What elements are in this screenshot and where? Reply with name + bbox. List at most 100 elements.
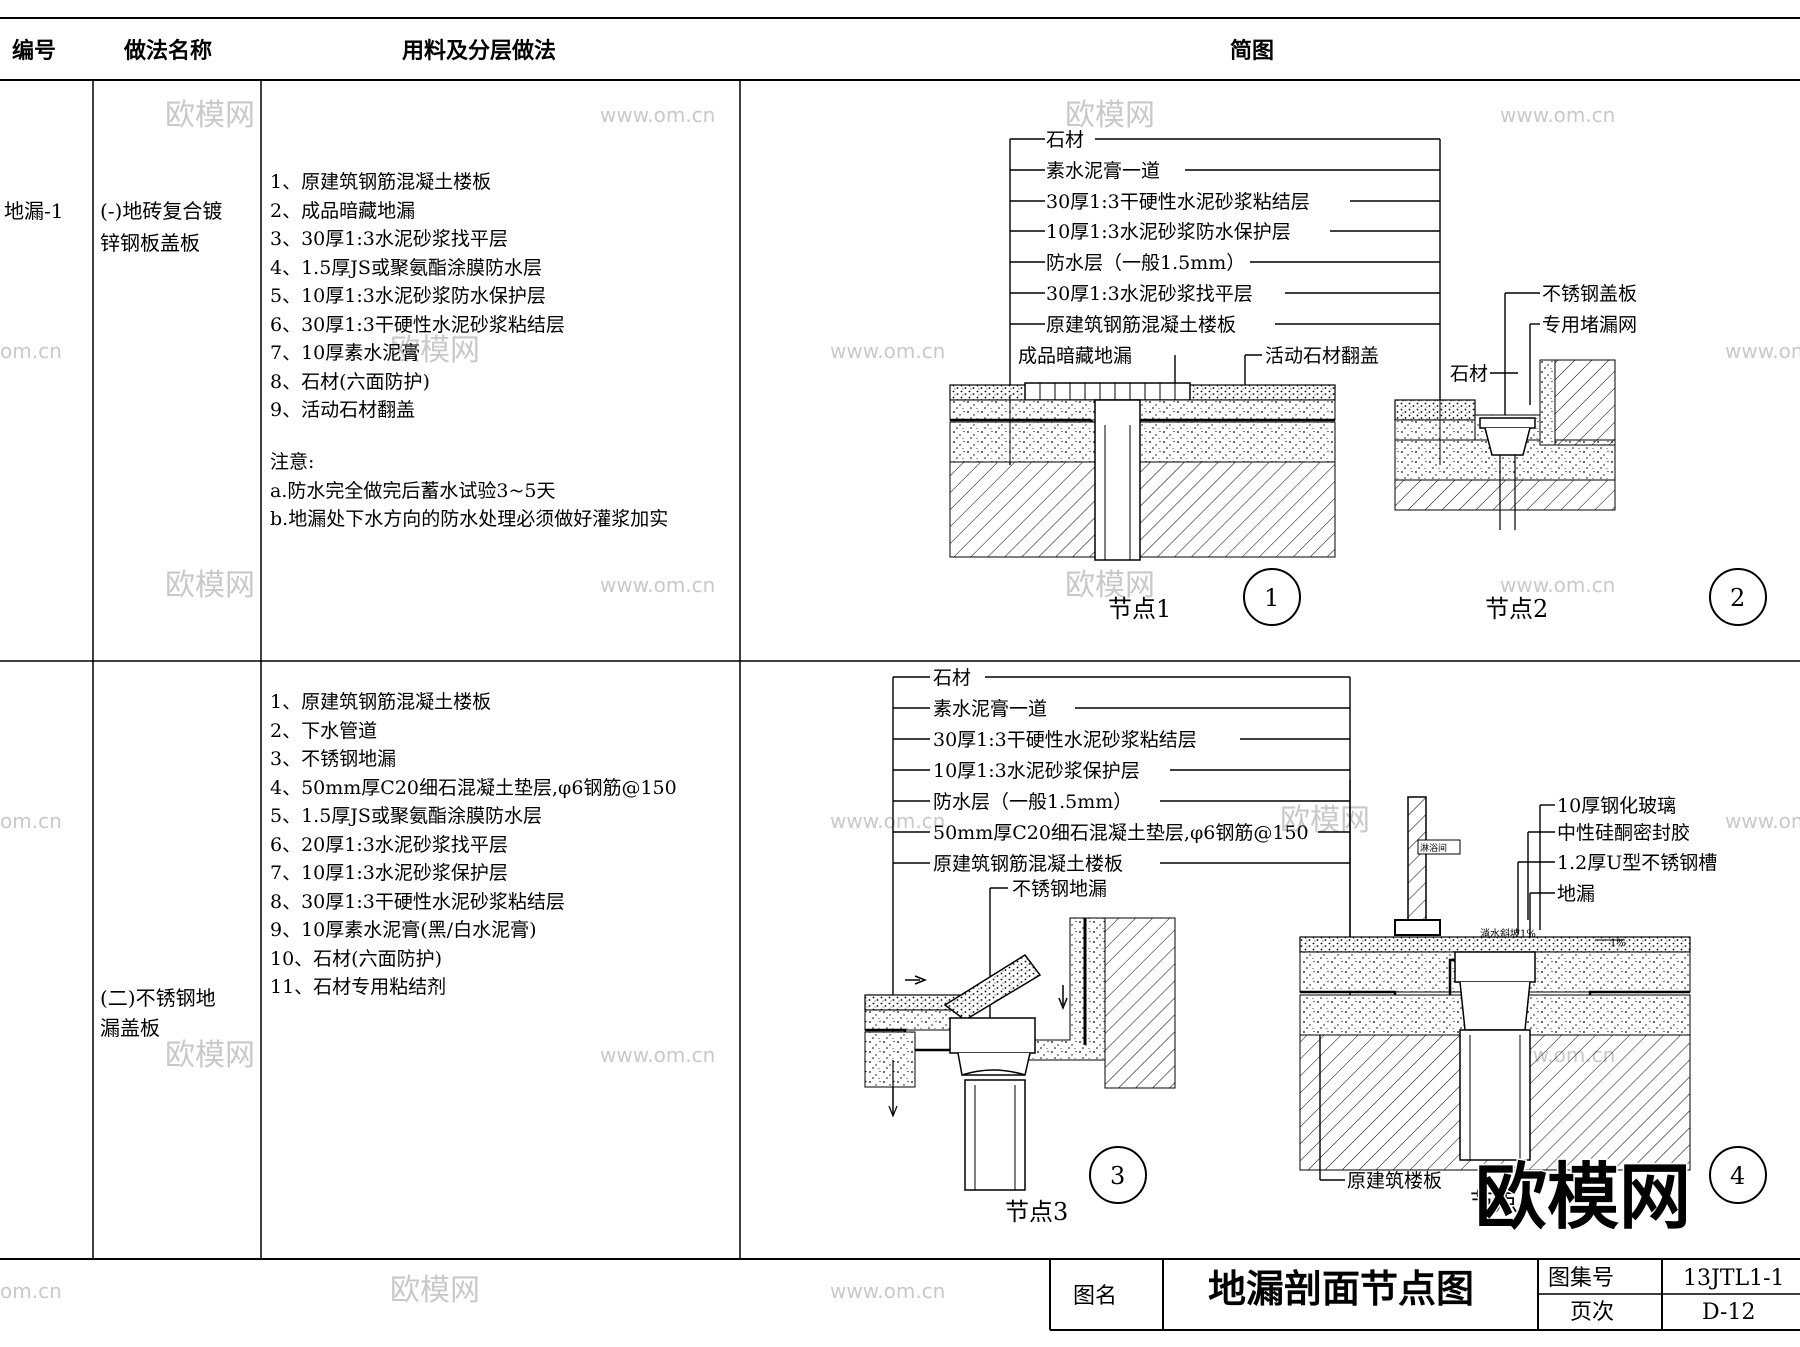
list-item: 4、1.5厚JS或聚氨酯涂膜防水层 [270, 257, 542, 279]
row1-name-line2: 锌钢板盖板 [100, 231, 200, 255]
watermark-brand: 欧模网 [390, 333, 480, 368]
node4-slope-small: 1% [1610, 938, 1626, 949]
node3-callout: 50mm厚C20细石混凝土垫层,φ6钢筋@150 [933, 822, 1309, 844]
node2-drawing: 不锈钢盖板 专用堵漏网 石材 2 节点2 [1394, 283, 1767, 626]
row2-name-line2: 漏盖板 [100, 1016, 160, 1040]
node1-callout: 防水层（一般1.5mm） [1046, 252, 1245, 274]
table-grid [0, 17, 1800, 1260]
drawing-title: 地漏剖面节点图 [1208, 1267, 1474, 1311]
watermark-brand: 欧模网 [390, 1273, 480, 1308]
node1-drawing: 石材 素水泥膏一道 30厚1:3干硬性水泥砂浆粘结层 10厚1:3水泥砂浆防水保… [949, 129, 1441, 626]
node4-label: 1.2厚U型不锈钢槽 [1557, 852, 1717, 874]
node3-callout: 30厚1:3干硬性水泥砂浆粘结层 [933, 729, 1197, 751]
node1-drain-label: 成品暗藏地漏 [1018, 345, 1132, 367]
watermark-url: www.om.cn [830, 1279, 945, 1303]
node4-label: 中性硅酮密封胶 [1557, 822, 1690, 844]
list-item: 3、30厚1:3水泥砂浆找平层 [270, 228, 508, 250]
watermark-layer: 欧模网 www.om.cn 欧模网 www.om.cn om.cn 欧模网 ww… [0, 98, 1800, 1308]
node1-callout: 石材 [1046, 129, 1084, 151]
watermark-brand: 欧模网 [165, 568, 255, 603]
watermark-url: www.om.cn [830, 809, 945, 833]
watermark-url: www.om.cn [600, 1043, 715, 1067]
list-item: 11、石材专用粘结剂 [270, 976, 446, 998]
watermark-brand: 欧模网 [165, 98, 255, 133]
titleblock-atlas-label: 图集号 [1548, 1266, 1614, 1291]
node3-caption: 节点3 [1005, 1198, 1068, 1226]
list-item: 5、1.5厚JS或聚氨酯涂膜防水层 [270, 805, 542, 827]
node3-number: 3 [1110, 1162, 1125, 1190]
watermark-big-brand: 欧模网 [1475, 1154, 1691, 1239]
note-title: 注意: [270, 451, 314, 473]
node1-number: 1 [1264, 584, 1279, 612]
header-col-sketch: 简图 [1230, 38, 1274, 64]
row1-layer-list: 1、原建筑钢筋混凝土楼板 2、成品暗藏地漏 3、30厚1:3水泥砂浆找平层 4、… [270, 171, 668, 530]
list-item: 7、10厚1:3水泥砂浆保护层 [270, 862, 508, 884]
watermark-url: www.om.cn [600, 573, 715, 597]
header-col-layers: 用料及分层做法 [402, 38, 556, 64]
node4-bottom-label: 原建筑楼板 [1347, 1170, 1442, 1192]
node2-stone-label: 石材 [1450, 363, 1488, 385]
watermark-url: om.cn [0, 809, 62, 833]
node3-callout: 原建筑钢筋混凝土楼板 [933, 853, 1123, 875]
node2-caption: 节点2 [1485, 595, 1548, 623]
row2-name-line1: (二)不锈钢地 [100, 986, 216, 1010]
node1-cover-label: 活动石材翻盖 [1265, 345, 1379, 367]
watermark-url: www.om.cn [830, 339, 945, 363]
watermark-brand: 欧模网 [1065, 98, 1155, 133]
node4-label: 10厚钢化玻璃 [1557, 795, 1676, 817]
row1-code: 地漏-1 [4, 199, 63, 223]
node3-drain-label: 不锈钢地漏 [1012, 878, 1107, 900]
node4-slope-label: 淌水斜坡1% [1480, 927, 1536, 940]
header-col-name: 做法名称 [123, 38, 212, 64]
note-item: b.地漏处下水方向的防水处理必须做好灌浆加实 [270, 508, 668, 530]
node1-caption: 节点1 [1108, 595, 1171, 623]
list-item: 8、石材(六面防护) [270, 371, 430, 393]
watermark-url: om.cn [0, 339, 62, 363]
watermark-url: www.om.cn [1725, 339, 1800, 363]
header-col-no: 编号 [12, 38, 56, 64]
titleblock-atlas-no: 13JTL1-1 [1683, 1266, 1785, 1291]
node2-label: 专用堵漏网 [1542, 314, 1637, 336]
node1-callout: 30厚1:3水泥砂浆找平层 [1046, 283, 1253, 305]
watermark-url: www.om.cn [1725, 809, 1800, 833]
watermark-brand: 欧模网 [165, 1038, 255, 1073]
list-item: 2、下水管道 [270, 720, 377, 742]
node3-callout: 素水泥膏一道 [933, 697, 1047, 720]
row1-name-line1: (-)地砖复合镀 [100, 199, 222, 223]
note-item: a.防水完全做完后蓄水试验3~5天 [270, 480, 555, 502]
node1-callout: 原建筑钢筋混凝土楼板 [1046, 314, 1236, 336]
node4-number: 4 [1730, 1162, 1745, 1190]
node3-callout: 防水层（一般1.5mm） [933, 791, 1132, 813]
node2-label: 不锈钢盖板 [1542, 283, 1637, 305]
list-item: 9、活动石材翻盖 [270, 399, 415, 421]
watermark-url: www.om.cn [1500, 573, 1615, 597]
node4-room-tag: 淋浴间 [1420, 842, 1447, 854]
watermark-url: www.om.cn [600, 103, 715, 127]
titleblock-name-label: 图名 [1073, 1284, 1117, 1309]
titleblock-page-no: D-12 [1702, 1300, 1755, 1325]
list-item: 6、30厚1:3干硬性水泥砂浆粘结层 [270, 314, 565, 336]
node3-callout: 石材 [933, 667, 971, 689]
node2-number: 2 [1730, 584, 1745, 612]
list-item: 6、20厚1:3水泥砂浆找平层 [270, 834, 508, 856]
list-item: 1、原建筑钢筋混凝土楼板 [270, 171, 491, 193]
list-item: 9、10厚素水泥膏(黑/白水泥膏) [270, 918, 537, 941]
list-item: 5、10厚1:3水泥砂浆防水保护层 [270, 285, 546, 307]
list-item: 4、50mm厚C20细石混凝土垫层,φ6钢筋@150 [270, 777, 677, 799]
list-item: 8、30厚1:3干硬性水泥砂浆粘结层 [270, 891, 565, 913]
watermark-url: om.cn [0, 1279, 62, 1303]
node3-drawing: 石材 素水泥膏一道 30厚1:3干硬性水泥砂浆粘结层 10厚1:3水泥砂浆保护层… [864, 667, 1351, 1226]
node4-drawing: 10厚钢化玻璃 中性硅酮密封胶 1.2厚U型不锈钢槽 地漏 原建筑楼板 淋浴间 … [1299, 780, 1767, 1216]
list-item: 10、石材(六面防护) [270, 948, 442, 970]
watermark-url: www.om.cn [1500, 103, 1615, 127]
node1-callout: 素水泥膏一道 [1046, 159, 1160, 182]
list-item: 2、成品暗藏地漏 [270, 200, 415, 222]
list-item: 7、10厚素水泥膏 [270, 341, 420, 364]
node1-callout: 30厚1:3干硬性水泥砂浆粘结层 [1046, 191, 1310, 213]
node4-caption: 节点4 [1470, 1188, 1533, 1216]
list-item: 1、原建筑钢筋混凝土楼板 [270, 691, 491, 713]
node1-callout: 10厚1:3水泥砂浆防水保护层 [1046, 221, 1291, 243]
title-block-frame [1049, 1259, 1800, 1331]
row2-layer-list: 1、原建筑钢筋混凝土楼板 2、下水管道 3、不锈钢地漏 4、50mm厚C20细石… [270, 691, 677, 998]
